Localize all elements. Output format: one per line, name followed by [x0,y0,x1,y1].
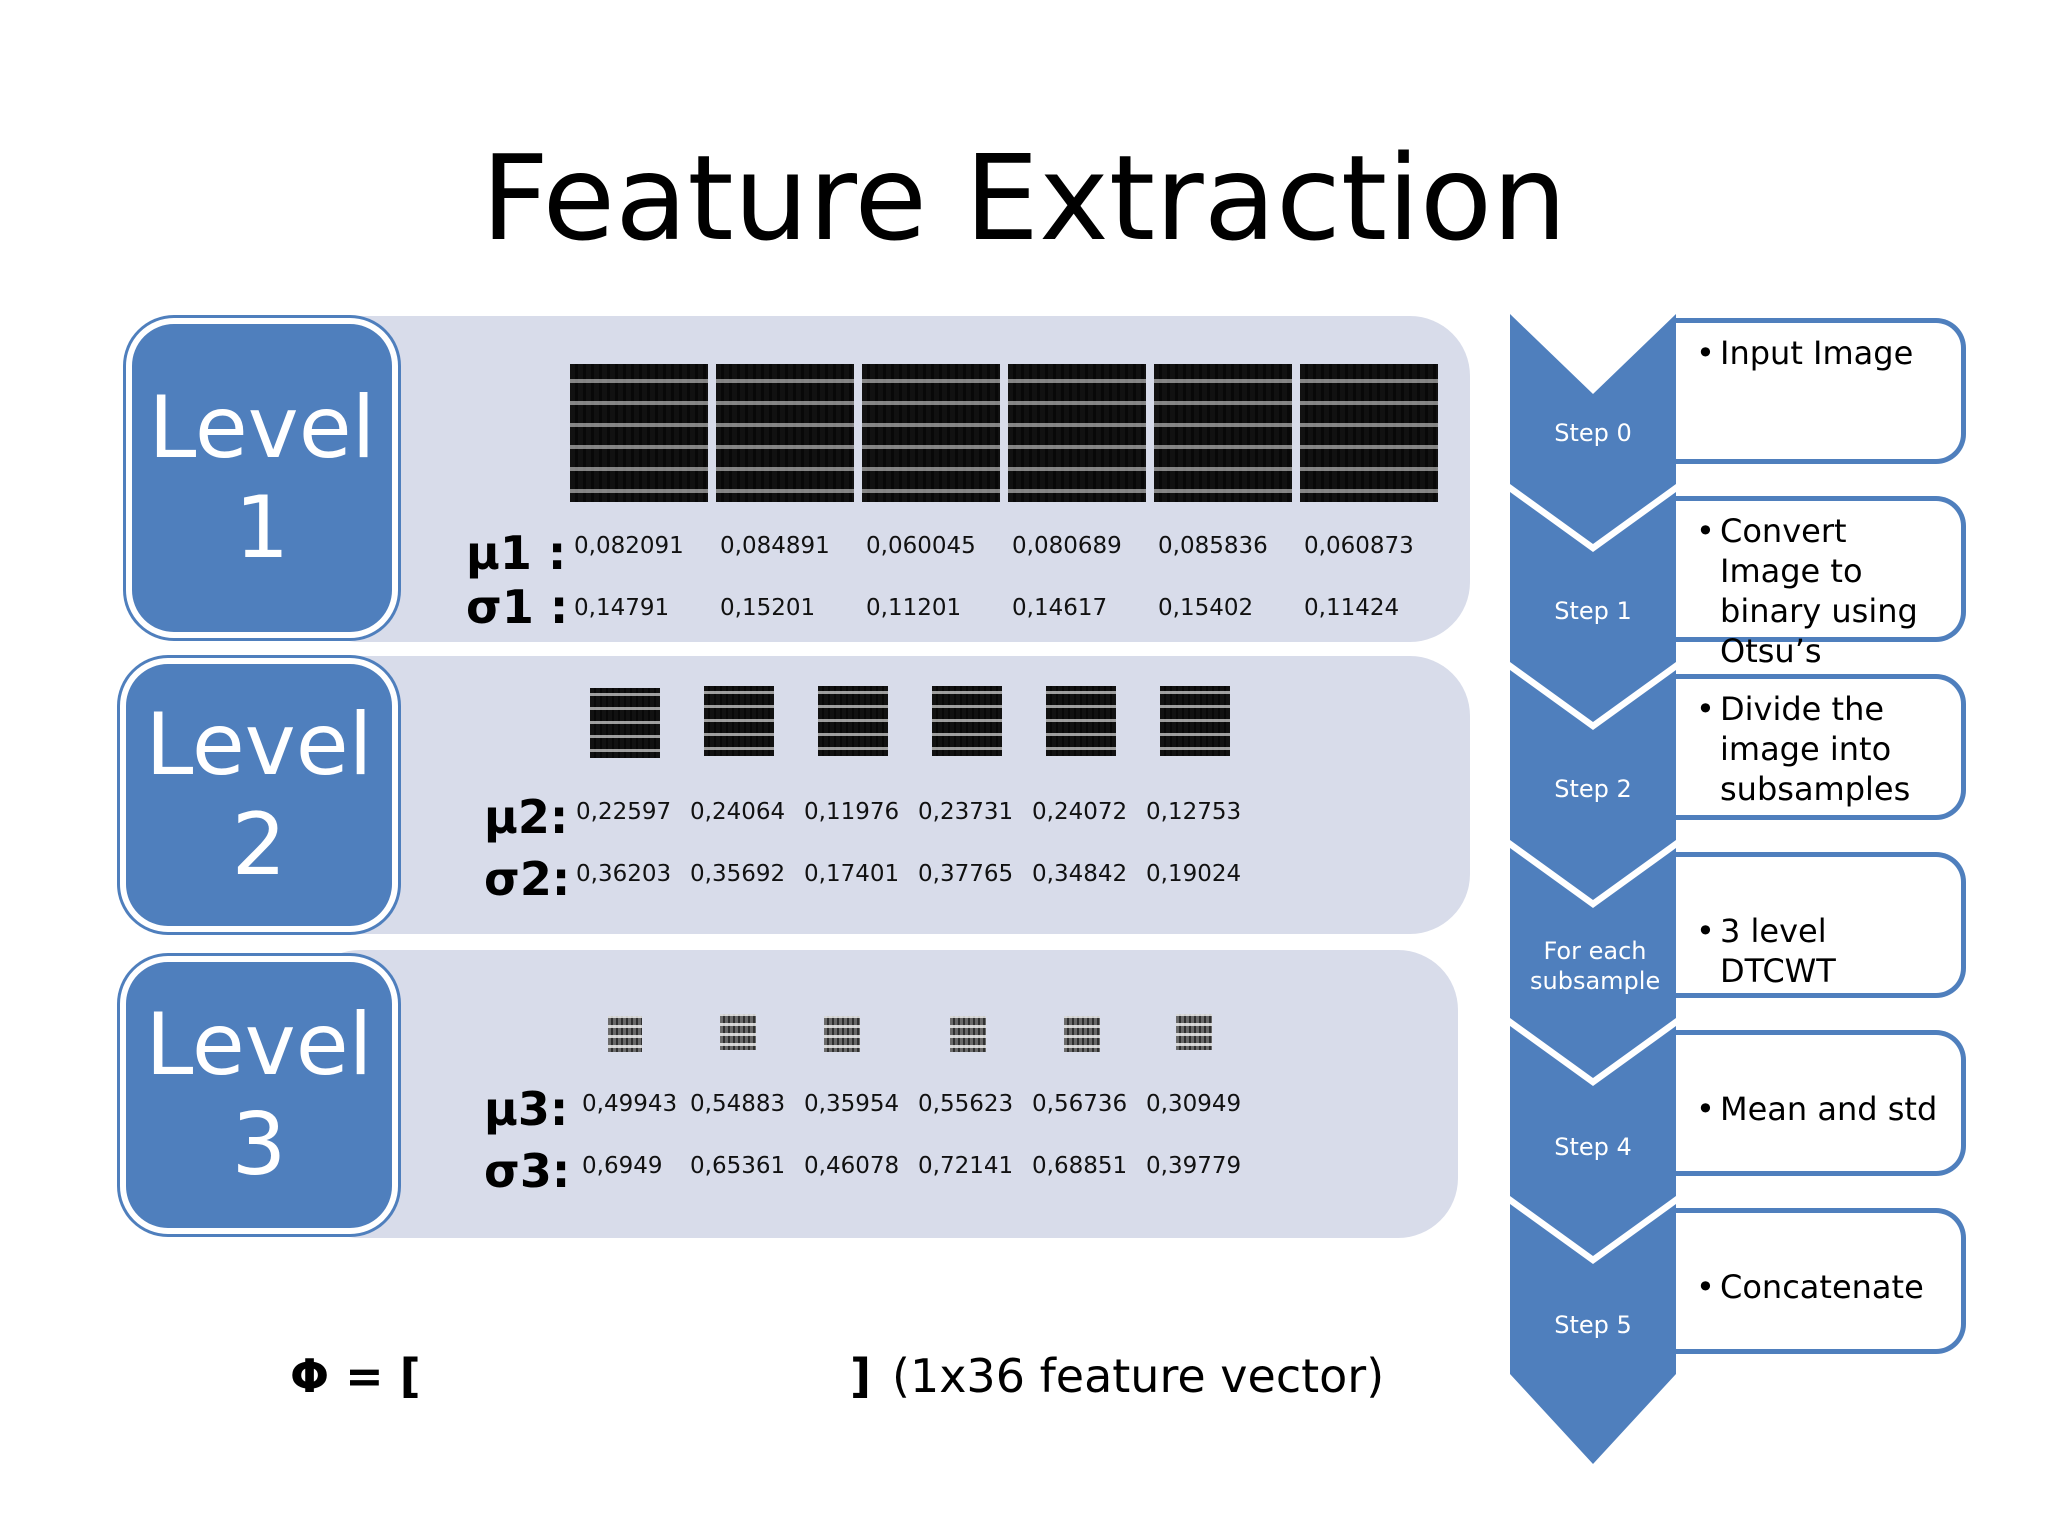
level-1-mu-value: 0,080689 [1012,533,1122,559]
step-3-box: • 3 level DTCWT [1676,852,1966,998]
subsample-image [950,1016,986,1052]
step-0-label: Step 0 [1554,419,1632,447]
level-1-sigma-value: 0,15402 [1158,595,1254,621]
level-2-mu-label: μ2: [484,790,569,844]
subsample-image [608,1016,642,1052]
level-2-sigma-value: 0,36203 [576,861,672,887]
bullet-icon: • [1696,334,1715,372]
step-2-label: Step 2 [1554,775,1632,803]
level-2-mu-value: 0,12753 [1146,799,1242,825]
level-1-box: Level 1 [126,318,398,638]
level-2-mu-value: 0,23731 [918,799,1014,825]
bullet-icon: • [1696,1090,1715,1128]
step-1-label: Step 1 [1554,597,1632,625]
step-5-label: Step 5 [1554,1311,1632,1339]
step-4-label: Step 4 [1554,1133,1632,1161]
level-1-mu-value: 0,082091 [574,533,684,559]
level-2-box: Level 2 [120,658,398,932]
level-1-sigma-label: σ1 : [466,580,569,634]
level-1-mu-label: μ1 : [466,526,567,580]
subsample-image [824,1016,860,1052]
phi-open: Φ = [ [290,1349,421,1403]
level-3-box: Level 3 [120,956,398,1234]
level-2-mu-value: 0,22597 [576,799,672,825]
level-1-mu-value: 0,060873 [1304,533,1414,559]
phi-close: ] [850,1349,872,1403]
step-5-text: Concatenate [1720,1268,1924,1306]
step-2-text: Divide the image into subsamples [1720,690,1911,808]
level-2-mu-value: 0,24072 [1032,799,1128,825]
level-3-mu-label: μ3: [484,1082,569,1136]
level-1-mu-value: 0,085836 [1158,533,1268,559]
subsample-image [1160,686,1230,756]
step-3-label: For each subsample [1530,937,1661,995]
level-3-sigma-value: 0,65361 [690,1153,786,1179]
level-1-sigma-value: 0,15201 [720,595,816,621]
level-2-sigma-value: 0,37765 [918,861,1014,887]
bullet-icon: • [1696,1268,1715,1306]
level-1-sigma-value: 0,11424 [1304,595,1400,621]
subsample-image [1300,364,1438,502]
subsample-image [1046,686,1116,756]
level-2-word: Level [145,695,373,795]
subsample-image [1154,364,1292,502]
level-1-sigma-value: 0,14791 [574,595,670,621]
level-3-mu-value: 0,49943 [582,1091,678,1117]
level-3-sigma-value: 0,68851 [1032,1153,1128,1179]
level-3-sigma-value: 0,46078 [804,1153,900,1179]
subsample-image [1008,364,1146,502]
step-2-box: • Divide the image into subsamples [1676,674,1966,820]
subsample-image [932,686,1002,756]
step-5-box: • Concatenate [1676,1208,1966,1354]
subsample-image [1064,1016,1100,1052]
level-2-sigma-value: 0,35692 [690,861,786,887]
level-1-mu-value: 0,084891 [720,533,830,559]
level-3-number: 3 [231,1095,287,1195]
subsample-image [590,688,660,758]
bullet-icon: • [1696,512,1715,550]
level-3-sigma-value: 0,72141 [918,1153,1014,1179]
bullet-icon: • [1696,690,1715,728]
level-2-sigma-label: σ2: [484,852,571,906]
level-3-sigma-label: σ3: [484,1144,571,1198]
level-3-word: Level [145,995,373,1095]
bullet-icon: • [1696,912,1715,950]
level-1-number: 1 [234,478,290,578]
subsample-image [570,364,708,502]
level-2-number: 2 [231,795,287,895]
subsample-image [716,364,854,502]
level-3-mu-value: 0,54883 [690,1091,786,1117]
step-3-text: 3 level DTCWT [1720,912,1836,990]
level-2-mu-value: 0,24064 [690,799,786,825]
subsample-image [818,686,888,756]
subsample-image [862,364,1000,502]
subsample-image [704,686,774,756]
level-2-mu-value: 0,11976 [804,799,900,825]
step-4-text: Mean and std [1720,1090,1938,1128]
level-3-panel [300,950,1458,1238]
slide-title: Feature Extraction [481,129,1567,267]
level-1-sigma-value: 0,14617 [1012,595,1108,621]
step-1-box: • Convert Image to binary using Otsu’s m… [1676,496,1966,710]
level-1-mu-value: 0,060045 [866,533,976,559]
level-2-sigma-value: 0,17401 [804,861,900,887]
level-3-sigma-value: 0,6949 [582,1153,663,1179]
subsample-image [1176,1014,1212,1050]
step-4-box: • Mean and std [1676,1030,1966,1176]
level-3-mu-value: 0,30949 [1146,1091,1242,1117]
subsample-image [720,1014,756,1050]
level-3-mu-value: 0,55623 [918,1091,1014,1117]
level-3-mu-value: 0,56736 [1032,1091,1128,1117]
step-0-text: Input Image [1720,334,1914,372]
level-1-word: Level [148,378,376,478]
level-2-sigma-value: 0,34842 [1032,861,1128,887]
step-0-box: • Input Image [1676,318,1966,464]
feature-vector-note: (1x36 feature vector) [892,1349,1385,1403]
level-2-sigma-value: 0,19024 [1146,861,1242,887]
level-1-sigma-value: 0,11201 [866,595,962,621]
level-3-mu-value: 0,35954 [804,1091,900,1117]
level-3-sigma-value: 0,39779 [1146,1153,1242,1179]
